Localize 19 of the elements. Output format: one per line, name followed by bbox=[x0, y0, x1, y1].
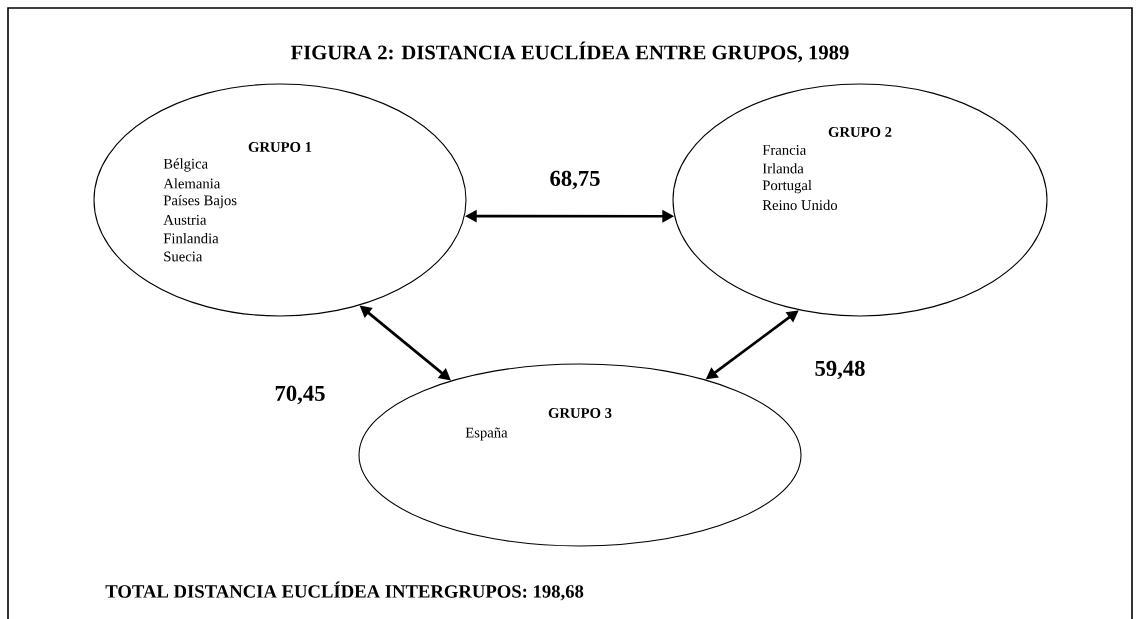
country-name: Bélgica bbox=[163, 158, 208, 172]
country-name: Países Bajos bbox=[163, 194, 237, 209]
country-name: Reino Unido bbox=[762, 199, 838, 211]
country-name: Francia bbox=[762, 145, 807, 155]
country-name: España bbox=[465, 427, 508, 441]
country-name: Alemania bbox=[163, 178, 221, 189]
country-name: Portugal bbox=[762, 179, 812, 194]
distance-value: 70,45 bbox=[273, 384, 327, 406]
country-name: Austria bbox=[163, 214, 207, 225]
distance-value: 68,75 bbox=[548, 169, 602, 191]
country-name: Suecia bbox=[164, 251, 203, 262]
group-heading: GRUPO 1 bbox=[248, 142, 312, 152]
country-name: Irlanda bbox=[762, 163, 804, 174]
total-note: TOTAL DISTANCIA EUCLÍDEA INTERGRUPOS: 198,68 bbox=[105, 581, 584, 601]
distance-value: 59,48 bbox=[813, 359, 867, 381]
title: FIGURA 2: DISTANCIA EUCLÍDEA ENTRE GRUPOS, 1989 bbox=[290, 41, 849, 63]
group-heading: GRUPO 2 bbox=[828, 127, 892, 137]
country-name: Finlandia bbox=[163, 233, 219, 244]
group-heading: GRUPO 3 bbox=[548, 408, 612, 418]
